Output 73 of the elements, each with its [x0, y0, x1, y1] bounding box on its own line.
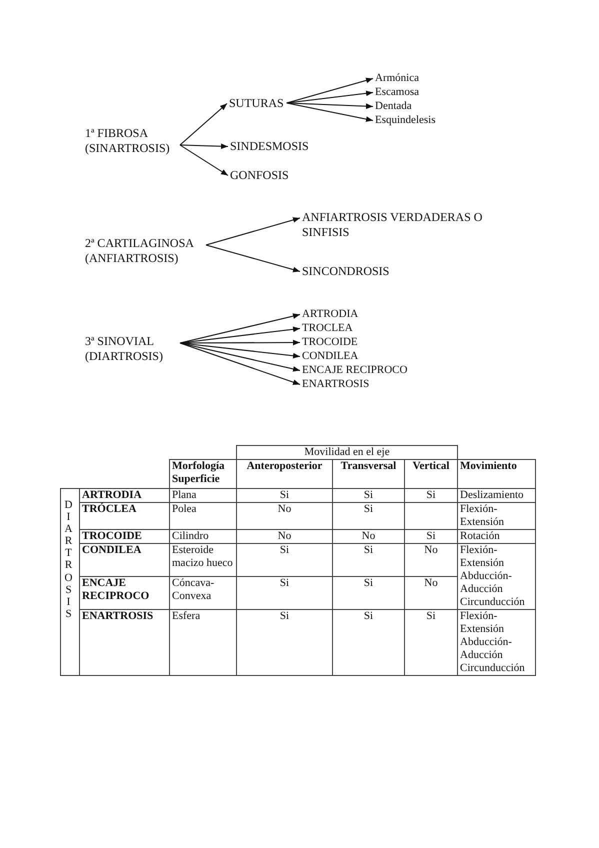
- column-header: Anteroposterior: [236, 460, 332, 488]
- arrow: [180, 326, 300, 344]
- table-cell: Cilindro: [170, 530, 236, 544]
- table-cell: Si: [236, 610, 332, 676]
- table-cell: Si: [332, 610, 404, 676]
- table-cell: Si: [332, 502, 404, 530]
- arrow: [286, 90, 374, 104]
- arrow: [180, 313, 300, 344]
- node-label: Armónica: [375, 72, 419, 85]
- row-header: CONDILEA: [80, 544, 170, 576]
- row-header: ARTRODIA: [80, 488, 170, 502]
- arrow: [286, 102, 374, 110]
- row-header: TRÓCLEA: [80, 502, 170, 530]
- column-header: Morfología Superficie: [170, 460, 236, 488]
- table-cell: No: [332, 530, 404, 544]
- table-cell: Si: [404, 530, 458, 544]
- node-label: SINDESMOSIS: [230, 139, 309, 154]
- row-header: ENARTROSIS: [80, 610, 170, 676]
- node-label: 1ª FIBROSA (SINARTROSIS): [85, 126, 177, 156]
- table-cell: Si: [332, 488, 404, 502]
- table-cell: Si: [236, 544, 332, 576]
- table-cell: Polea: [170, 502, 236, 530]
- node-label: 3ª SINOVIAL (DIARTROSIS): [85, 334, 177, 364]
- table-cell: Si: [332, 544, 404, 576]
- table-cell: No: [236, 530, 332, 544]
- column-header: Movilidad en el eje: [236, 446, 458, 460]
- table-cell: Cóncava- Convexa: [170, 576, 236, 610]
- arrow: [286, 78, 374, 104]
- arrow: [180, 342, 300, 358]
- row-header: ENCAJE RECIPROCO: [80, 576, 170, 610]
- table-cell: Flexión- Extensión Abducción- Aducción Circunducción: [458, 610, 536, 676]
- table-cell: No: [404, 544, 458, 576]
- table-cell: Si: [332, 576, 404, 610]
- arrow: [180, 144, 228, 176]
- node-label: CONDILEA: [302, 350, 358, 363]
- node-label: ANFIARTROSIS VERDADERAS O SINFISIS: [302, 210, 517, 240]
- table-cell: Esfera: [170, 610, 236, 676]
- row-header: TROCOIDE: [80, 530, 170, 544]
- table-cell: Rotación: [458, 530, 536, 544]
- table-cell: Esteroide macizo hueco: [170, 544, 236, 576]
- table-cell: Flexión- Extensión Abducción- Aducción Circunducción: [458, 544, 536, 610]
- table-cell: No: [236, 502, 332, 530]
- node-label: TROCOIDE: [302, 336, 358, 349]
- node-label: SUTURAS: [229, 96, 284, 111]
- node-label: TROCLEA: [302, 322, 353, 335]
- arrow: [206, 217, 300, 246]
- arrow: [180, 342, 300, 385]
- node-label: ENCAJE RECIPROCO: [302, 364, 408, 377]
- column-header: Vertical: [404, 460, 458, 488]
- vertical-label: DIARTROSIS: [64, 499, 76, 620]
- node-label: Escamosa: [375, 86, 419, 99]
- table-cell: Plana: [170, 488, 236, 502]
- table-cell: Si: [236, 576, 332, 610]
- table-cell: Si: [404, 488, 458, 502]
- node-label: ENARTROSIS: [302, 378, 370, 391]
- node-label: Esquindelesis: [375, 114, 436, 127]
- node-label: 2ª CARTILAGINOSA (ANFIARTROSIS): [85, 236, 203, 266]
- column-header: Movimiento: [458, 460, 536, 488]
- node-label: GONFOSIS: [230, 168, 289, 183]
- table-cell: Deslizamiento: [458, 488, 536, 502]
- node-label: SINCONDROSIS: [302, 264, 390, 279]
- arrow: [206, 244, 300, 272]
- table-cell: No: [404, 576, 458, 610]
- table-cell: Si: [404, 610, 458, 676]
- arrow: [180, 342, 300, 372]
- table-cell: Flexión- Extensión: [458, 502, 536, 530]
- arrow: [286, 102, 374, 122]
- table-cell: Si: [236, 488, 332, 502]
- node-label: ARTRODIA: [302, 308, 358, 321]
- node-label: Dentada: [375, 100, 412, 113]
- arrow: [180, 103, 228, 146]
- column-header: Transversal: [332, 460, 404, 488]
- arrow: [180, 143, 228, 150]
